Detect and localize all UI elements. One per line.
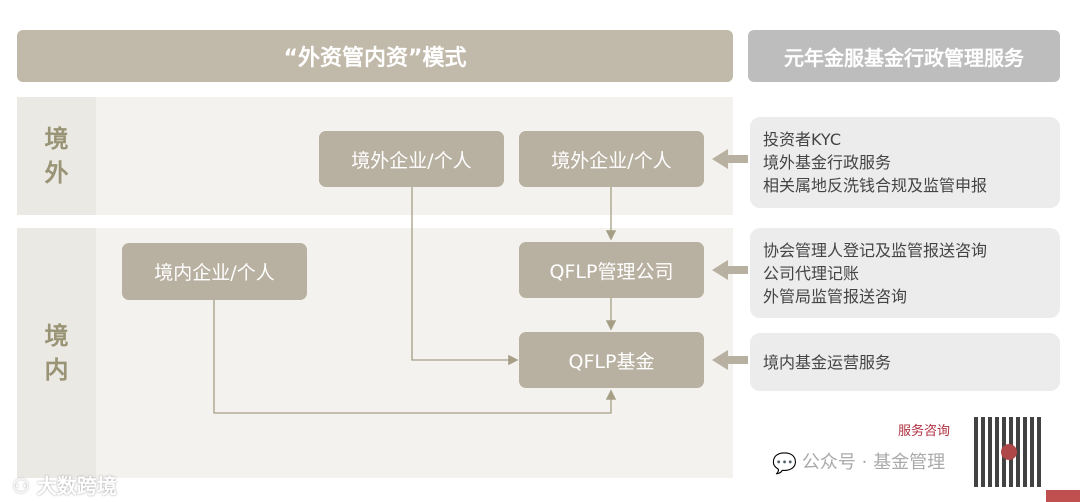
brand-watermark: ⚇ 大数跨境 [12, 470, 117, 499]
node-offshore-investor-1: 境外企业/个人 [319, 131, 504, 187]
service-item: 外管局监管报送咨询 [763, 286, 908, 306]
service-arrow-fund [712, 350, 748, 370]
wechat-text: 公众号 · 基金管理 [801, 452, 946, 473]
mode-title-bar: “外资管内资”模式 [17, 30, 733, 82]
node-onshore-investor: 境内企业/个人 [122, 243, 307, 300]
service-item: 投资者KYC [763, 130, 841, 149]
service-item: 相关属地反洗钱合规及监管申报 [763, 176, 988, 195]
flow-offshore1-to-fund [411, 187, 519, 366]
node-label: 境外企业/个人 [551, 149, 672, 172]
qr-center-badge [1001, 444, 1017, 460]
node-label: QFLP管理公司 [549, 260, 674, 283]
service-item: 境内基金运营服务 [763, 352, 892, 372]
node-offshore-investor-2: 境外企业/个人 [519, 131, 704, 187]
node-qflp-fund: QFLP基金 [519, 332, 704, 388]
service-panel-offshore: 投资者KYC 境外基金行政服务 相关属地反洗钱合规及监管申报 [750, 117, 1060, 208]
wechat-icon: 💬 [772, 451, 797, 475]
node-label: QFLP基金 [568, 350, 655, 373]
service-item: 协会管理人登记及监管报送咨询 [763, 240, 988, 260]
service-item: 公司代理记账 [763, 263, 860, 283]
corner-accent [1046, 490, 1080, 502]
service-item: 境外基金行政服务 [763, 153, 892, 172]
offshore-label: 境外 [17, 97, 96, 215]
consult-label: 服务咨询 [898, 424, 951, 439]
service-arrow-manager [712, 260, 748, 280]
service-panel-manager: 协会管理人登记及监管报送咨询 公司代理记账 外管局监管报送咨询 [750, 228, 1060, 318]
node-label: 境内企业/个人 [154, 262, 275, 284]
brand-text: 大数跨境 [36, 474, 117, 498]
label-char: 境 [44, 125, 69, 153]
node-qflp-manager: QFLP管理公司 [519, 242, 704, 298]
onshore-label: 境内 [17, 228, 96, 478]
label-char: 外 [44, 159, 69, 187]
qr-code[interactable] [972, 415, 1046, 489]
flow-onshore-to-fund [213, 300, 617, 414]
service-title-bar: 元年金服基金行政管理服务 [748, 30, 1060, 82]
mode-title: “外资管内资”模式 [283, 46, 467, 71]
brand-logo-icon: ⚇ [12, 474, 37, 498]
wechat-watermark: 💬 公众号 · 基金管理 [772, 452, 945, 474]
label-char: 内 [44, 356, 69, 384]
service-title: 元年金服基金行政管理服务 [784, 45, 1024, 70]
node-label: 境外企业/个人 [351, 149, 472, 172]
label-char: 境 [44, 322, 69, 350]
service-panel-fund: 境内基金运营服务 [750, 333, 1060, 391]
service-arrow-offshore [712, 149, 748, 169]
